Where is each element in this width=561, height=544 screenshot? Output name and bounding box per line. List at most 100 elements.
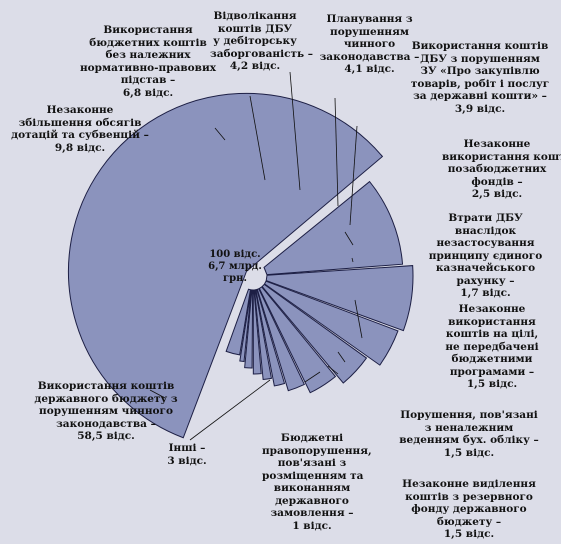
slice-label-13: Інші –3 відс. [166,442,208,467]
slice-label-line: Втрати ДБУ [448,212,523,224]
slice-label-line: збільшення обсягів [18,116,142,129]
slice-label-line: законодавства – [319,50,420,63]
slice-label-line: бюджетними [451,353,533,365]
pie-slice-1 [68,92,384,439]
slice-label-line: підстав – [120,74,176,86]
slice-label-line: Незаконне [463,138,531,150]
slice-label-line: внаслідок [454,224,517,237]
slice-label-line: Планування з [326,13,413,25]
slice-label-line: нормативно-правових [79,61,217,74]
slice-label-line: 1 відс. [292,519,332,532]
slice-label-line: рахунку – [456,274,515,287]
slice-label-line: Інші – [168,442,206,454]
slice-label-line: веденням бух. обліку – [399,434,539,446]
slice-label-line: коштів на цілі, [445,328,539,340]
slice-label-line: чинного [343,38,396,50]
pie-slice-12 [239,289,252,363]
slice-label-line: позабюджетних [447,163,547,175]
leader-line-11 [327,365,339,375]
slice-label-line: 2,5 відс. [471,188,523,200]
slice-label-line: за державні кошти» – [413,90,547,102]
slice-label-line: 1,5 відс. [443,446,495,459]
slice-label-line: 3 відс. [167,454,207,467]
pie-slice-5 [261,283,368,384]
pie-center-label-line-1: 100 відс. [209,249,261,260]
slice-label-line: правопорушення, [262,444,372,457]
leader-line-1 [149,389,166,399]
slice-label-line: принципу єдиного [428,249,543,262]
leader-line-13 [189,379,271,441]
slice-label-line: товарів, робіт і послуг [410,77,550,90]
slice-label-line: державного [275,494,349,507]
slice-label-line: фонду державного [411,503,527,515]
slice-label-line: державного бюджету з [34,392,178,405]
slice-label-line: пов'язані з [277,457,347,469]
slice-label-line: бюджетних коштів [89,36,207,49]
slice-label-line: 1,7 відс. [460,287,511,299]
pie-slice-13 [225,288,252,356]
slice-label-line: програмами – [449,365,535,378]
pie-slice-10 [252,289,262,375]
slice-label-line: 1,5 відс. [466,378,518,390]
pie-slice-6 [258,286,337,394]
leader-line-3 [249,95,266,181]
slice-label-line: 6,8 відс. [122,86,174,99]
pie-slice-2 [263,180,404,276]
pie-slice-3 [265,265,414,332]
leader-line-5 [334,97,339,207]
slice-label-line: Незаконне виділення [402,478,536,490]
pie-slice-8 [255,288,286,387]
slice-label-line: Використання коштів [37,380,175,392]
pie-slice-9 [254,289,273,381]
slice-label-line: 3,9 відс. [454,102,506,115]
slice-label-line: не передбачені [445,340,539,353]
slice-label-line: Використання коштів [411,40,549,52]
slice-label-line: ДБУ з порушенням [420,52,540,65]
leader-line-2 [214,127,226,141]
slice-label-line: використання [448,315,536,328]
pie-slice-7 [256,288,306,392]
slice-label-line: Використання [103,24,193,36]
slice-label-line: 4,1 відс. [344,63,395,75]
slice-label-line: 58,5 відс. [77,430,135,442]
slice-label-line: 9,8 відс. [54,141,106,154]
slice-label-line: розміщенням та [262,469,364,482]
pie-center-label: 100 відс. 6,7 млрд. грн. [195,249,275,285]
slice-label-line: Відволікання [213,10,297,22]
slice-label-line: Порушення, пов'язані [400,409,538,421]
slice-label-line: без належних [105,49,191,61]
pie-center-label-line-2: 6,7 млрд. грн. [208,261,262,284]
leader-line-8 [351,257,354,263]
slice-label-line: незастосування [436,237,535,249]
slice-label-line: порушенням [330,25,409,38]
pie-slice-11 [244,289,254,369]
slice-label-line: фондів – [471,175,523,188]
slice-label-line: використання коштів [442,150,561,163]
slice-label-line: дотацій та субвенцій – [11,129,149,141]
slice-label-line: 1,5 відс. [443,528,495,540]
leader-line-9 [354,299,363,339]
slice-label-line: законодавства – [56,417,156,430]
slice-label-line: Бюджетні [280,432,344,444]
slice-label-line: 4,2 відс. [229,60,281,72]
slice-label-line: ЗУ «Про закупівлю [420,65,540,77]
slice-label-line: коштів ДБУ [217,22,293,35]
pie-slice-4 [263,280,399,366]
slice-label-line: у дебіторську [213,35,297,47]
slice-label-line: казначейського [435,262,536,274]
leader-line-7 [344,231,354,246]
slice-label-line: Незаконне [458,303,526,315]
